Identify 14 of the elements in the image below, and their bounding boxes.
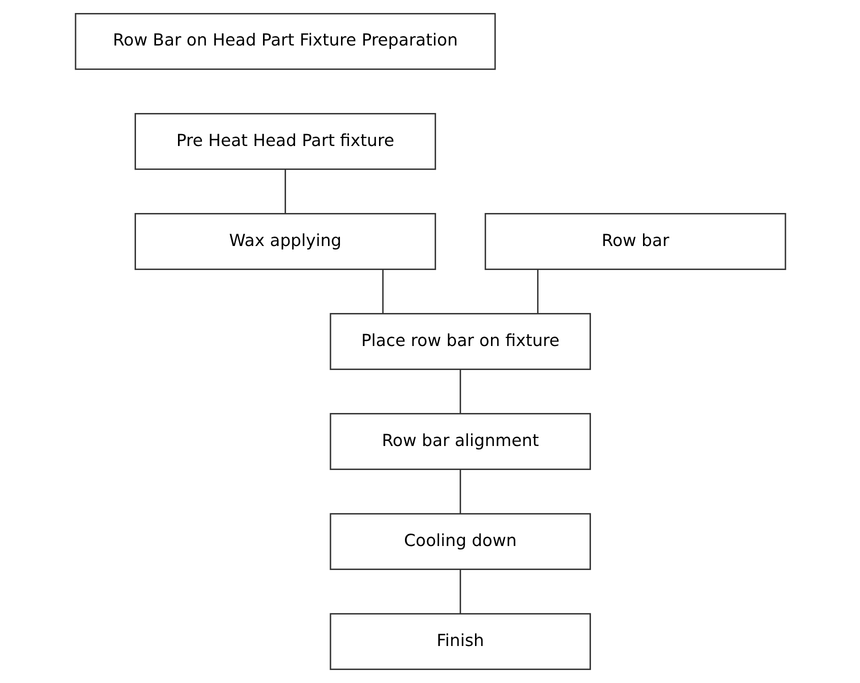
connector [536,269,538,314]
node-box: Finish [329,613,590,670]
node-box: Place row bar on fixture [329,313,590,370]
node-box: Row bar alignment [329,413,590,470]
connector [459,569,461,614]
connector [284,169,286,214]
connector [459,469,461,514]
node-box: Row Bar on Head Part Fixture Preparation [74,12,496,70]
node-box: Wax applying [134,213,436,270]
connector [382,269,384,314]
node-box: Row bar [484,213,786,270]
node-box: Cooling down [329,513,590,570]
connector [459,369,461,414]
node-box: Pre Heat Head Part fixture [134,112,436,170]
